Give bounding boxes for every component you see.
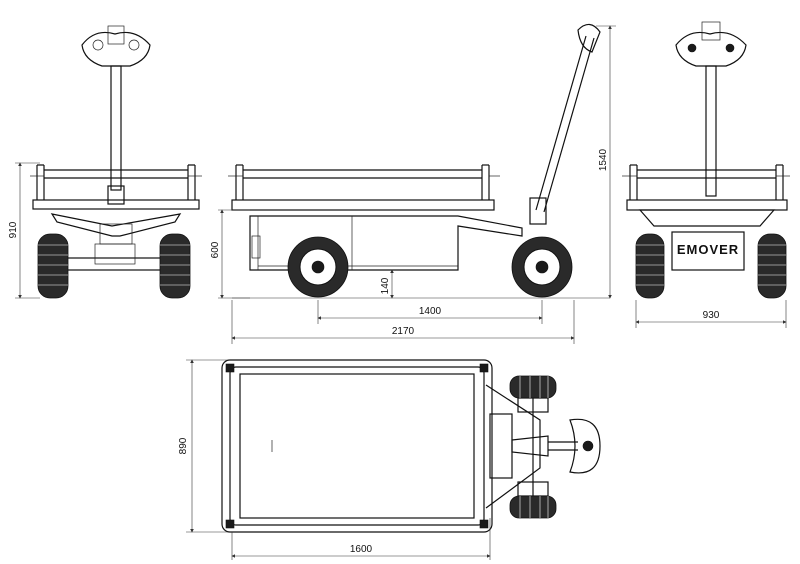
dim-rear-width: 930 — [703, 310, 720, 321]
dim-top-width: 1600 — [350, 544, 373, 555]
dim-top-length: 890 — [178, 437, 189, 454]
rear-view: EMOVER 930 — [622, 21, 790, 328]
dim-front-height: 910 — [8, 221, 19, 238]
dim-side-length: 2170 — [392, 326, 415, 337]
dim-side-clearance: 140 — [380, 277, 391, 294]
top-view: 890 1600 — [178, 359, 601, 560]
front-view: 910 — [8, 25, 202, 299]
dim-side-bed-height: 600 — [210, 241, 221, 258]
side-view: 600 140 1400 2170 1540 — [210, 23, 616, 344]
dim-side-total-height: 1540 — [598, 148, 609, 171]
brand-logo: EMOVER — [677, 242, 739, 257]
dim-side-wheelbase: 1400 — [419, 306, 442, 317]
